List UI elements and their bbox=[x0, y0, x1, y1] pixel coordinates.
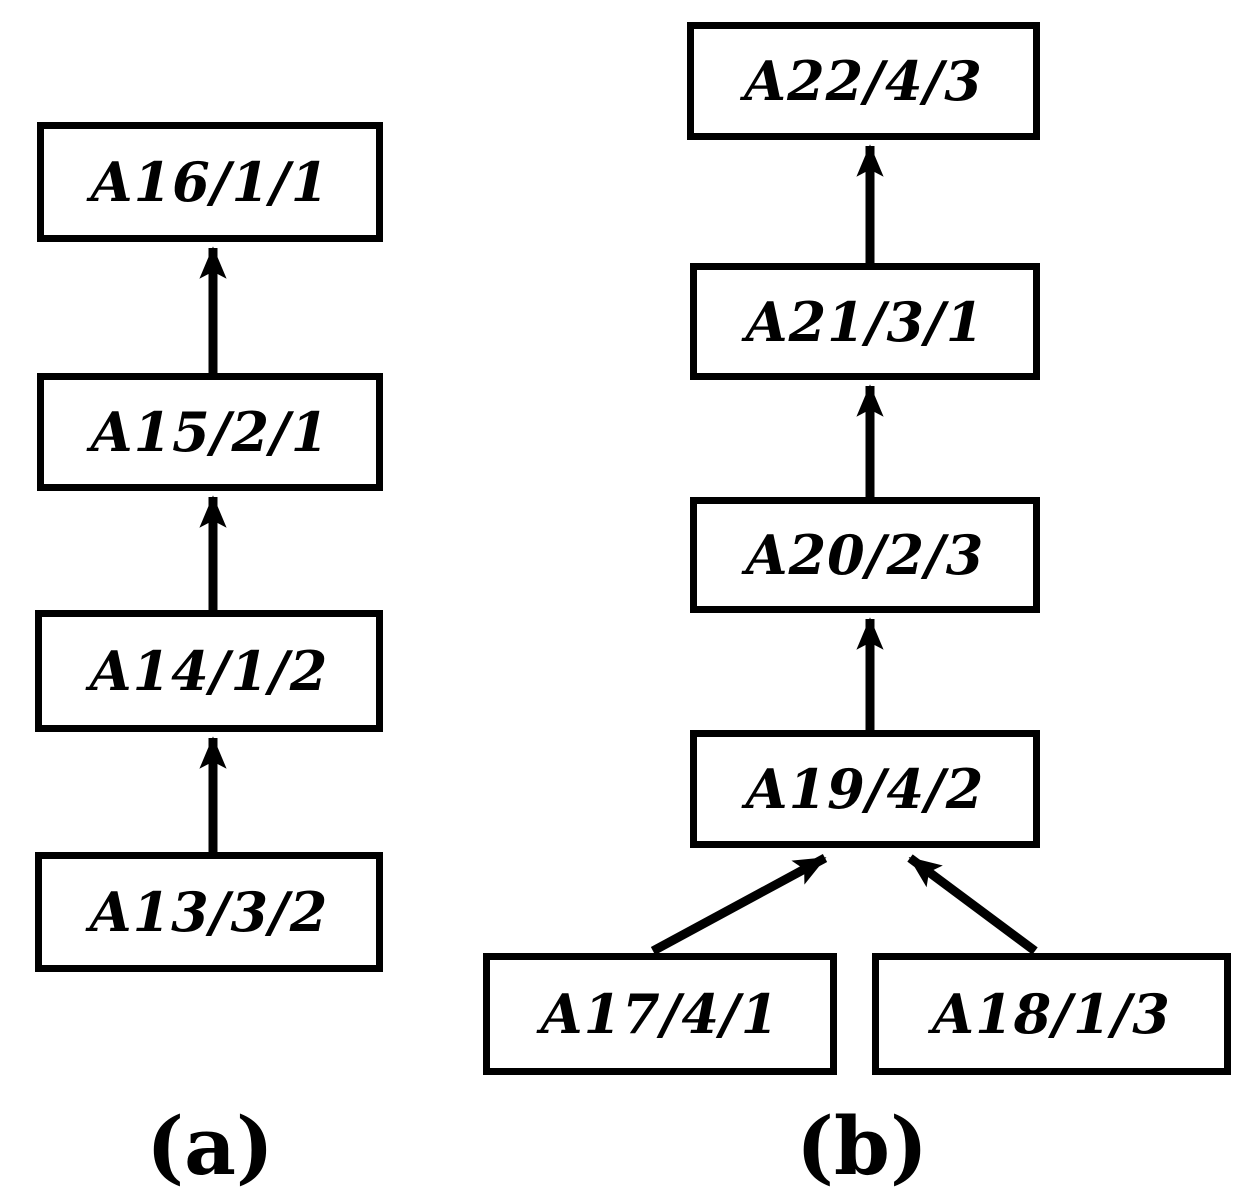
node-a16-label: A16/1/1 bbox=[90, 150, 330, 214]
node-a14-label: A14/1/2 bbox=[89, 639, 329, 703]
node-a19-4-2: A19/4/2 bbox=[690, 730, 1040, 848]
node-a14-1-2: A14/1/2 bbox=[35, 610, 383, 732]
node-a18-label: A18/1/3 bbox=[932, 982, 1171, 1046]
panel-b-caption: (b) bbox=[762, 1093, 962, 1198]
node-a19-label: A19/4/2 bbox=[745, 757, 985, 821]
arrow-a18-to-a19 bbox=[907, 854, 1038, 955]
node-a16-1-1: A16/1/1 bbox=[37, 122, 383, 242]
node-a15-2-1: A15/2/1 bbox=[37, 373, 383, 491]
node-a17-4-1: A17/4/1 bbox=[483, 953, 837, 1075]
node-a21-3-1: A21/3/1 bbox=[690, 263, 1040, 380]
node-a18-1-3: A18/1/3 bbox=[872, 953, 1231, 1075]
node-a22-4-3: A22/4/3 bbox=[687, 22, 1040, 140]
arrow-a17-to-a19 bbox=[650, 854, 828, 955]
node-a13-label: A13/3/2 bbox=[89, 880, 329, 944]
node-a13-3-2: A13/3/2 bbox=[35, 852, 383, 972]
panel-a-caption-label: (a) bbox=[146, 1098, 274, 1193]
panel-b-caption-label: (b) bbox=[796, 1098, 928, 1193]
node-a17-label: A17/4/1 bbox=[540, 982, 780, 1046]
node-a21-label: A21/3/1 bbox=[745, 289, 985, 354]
node-a20-label: A20/2/3 bbox=[745, 523, 985, 587]
node-a22-label: A22/4/3 bbox=[744, 49, 983, 113]
node-a15-label: A15/2/1 bbox=[90, 400, 330, 464]
node-a20-2-3: A20/2/3 bbox=[690, 497, 1040, 613]
panel-a-caption: (a) bbox=[110, 1093, 310, 1198]
